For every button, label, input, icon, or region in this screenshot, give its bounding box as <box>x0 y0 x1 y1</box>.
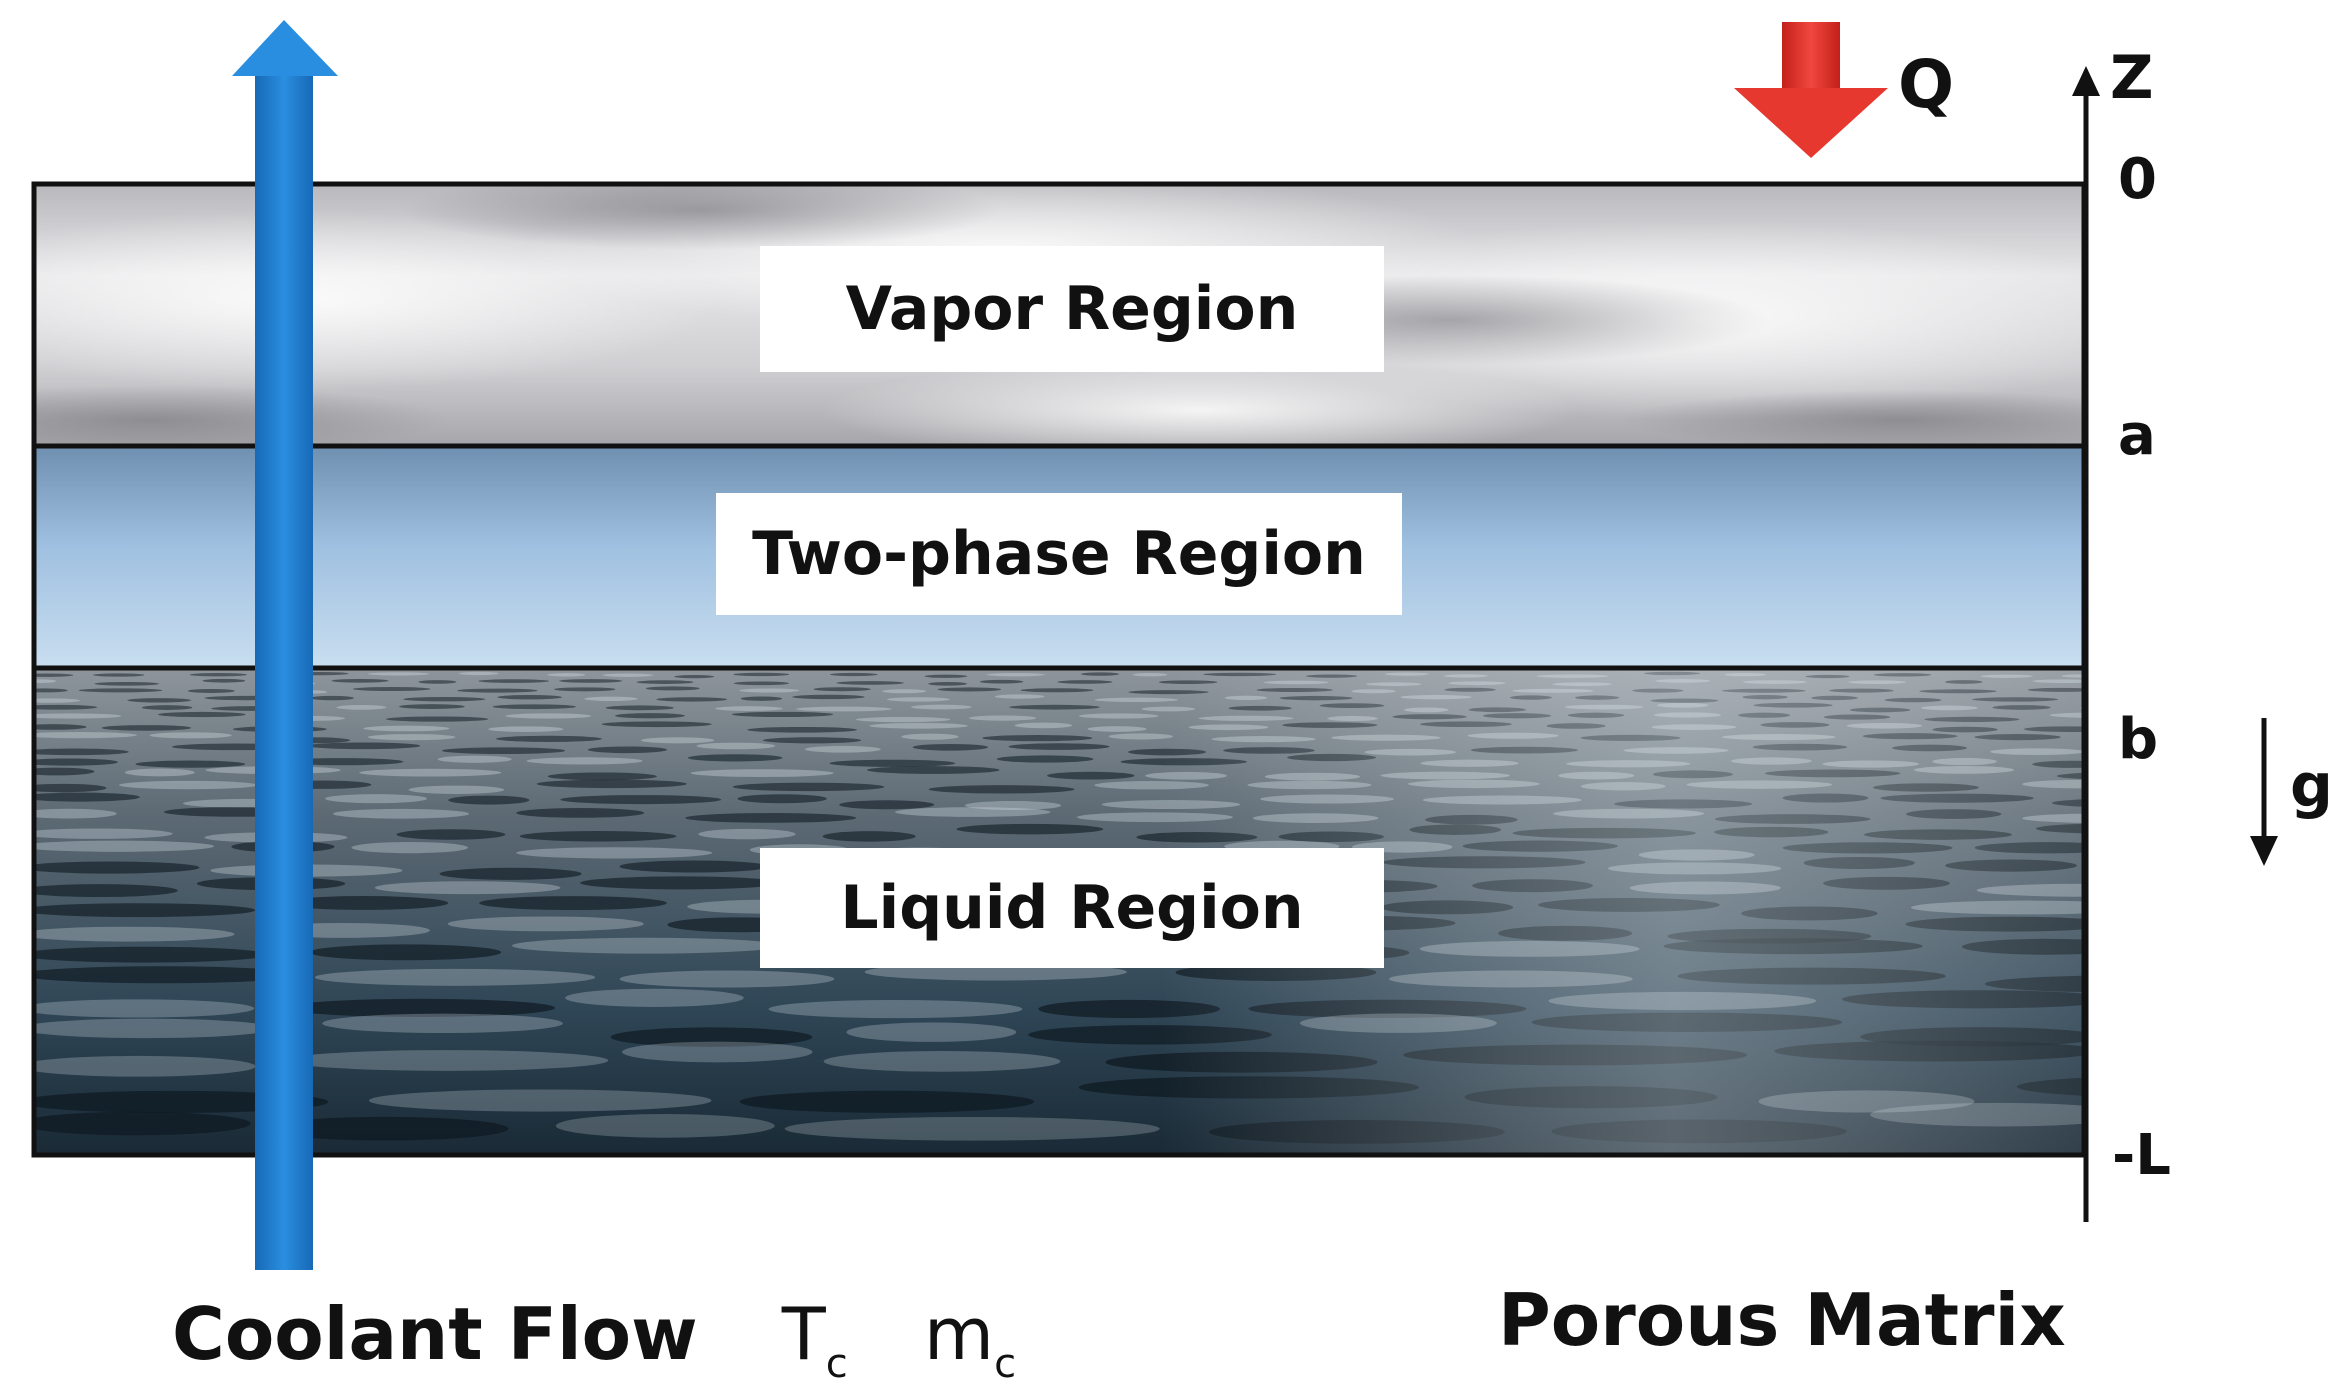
z-axis-label: Z <box>2110 43 2154 113</box>
coolant-temperature-symbol: T <box>781 1292 826 1376</box>
tick-label-a: a <box>2118 403 2156 468</box>
two-phase-region-text: Two-phase Region <box>752 519 1366 589</box>
tick-label-0: 0 <box>2118 147 2157 212</box>
vapor-region-text: Vapor Region <box>845 274 1299 344</box>
coolant-mass-symbol: m <box>923 1292 995 1376</box>
z-axis-arrowhead <box>2072 66 2100 96</box>
gravity-label: g <box>2290 751 2333 821</box>
porous-matrix-caption: Porous Matrix <box>1498 1278 2066 1362</box>
vapor-region-label: Vapor Region <box>760 246 1384 372</box>
coolant-flow-arrow <box>232 20 338 1270</box>
liquid-region <box>34 668 2084 1155</box>
two-phase-region-label: Two-phase Region <box>716 493 1402 615</box>
coolant-flow-text: Coolant Flow <box>172 1292 698 1376</box>
tick-label-minus-l: -L <box>2112 1123 2171 1188</box>
coolant-flow-caption: Coolant Flow Tc mc <box>172 1298 1016 1384</box>
coolant-arrow-shaft <box>255 72 313 1270</box>
coolant-temperature-subscript: c <box>825 1341 848 1387</box>
heat-label: Q <box>1898 46 1955 123</box>
tick-label-b: b <box>2118 707 2159 772</box>
liquid-region-text: Liquid Region <box>840 873 1304 943</box>
liquid-region-label: Liquid Region <box>760 848 1384 968</box>
z-axis <box>2072 66 2100 1222</box>
gravity-arrow-icon <box>2250 718 2278 866</box>
coolant-mass-subscript: c <box>994 1341 1017 1387</box>
coolant-arrow-head <box>232 20 338 76</box>
heat-arrow-icon <box>1734 22 1888 158</box>
